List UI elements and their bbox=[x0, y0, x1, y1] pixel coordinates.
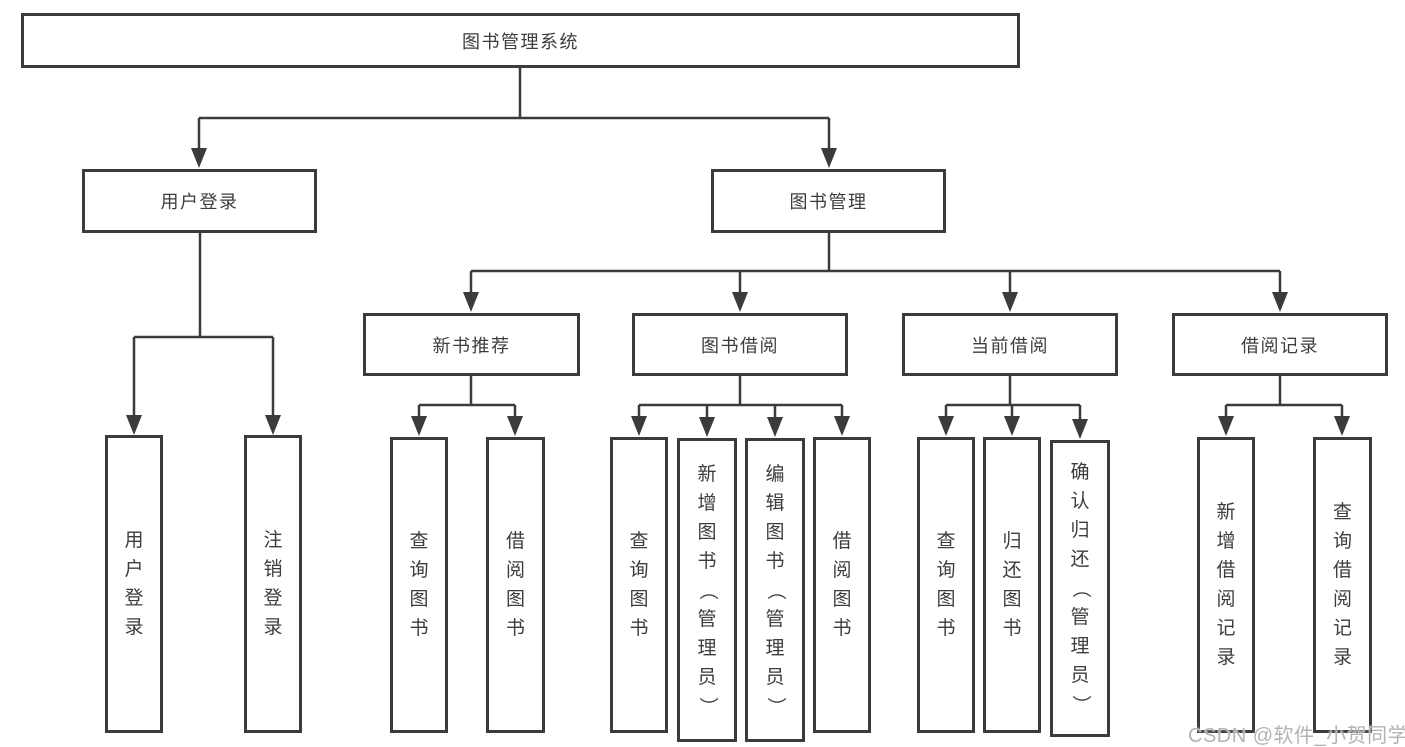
leaf-nbr-borrow-books-label: 借阅图书 bbox=[505, 531, 525, 639]
leaf-cb-confirm-return-admin: 确认归还（管理员） bbox=[1050, 440, 1110, 737]
node-user-login-label: 用户登录 bbox=[160, 192, 239, 212]
leaf-br-query-record: 查询借阅记录 bbox=[1313, 437, 1372, 733]
leaf-bb-edit-books-admin: 编辑图书（管理员） bbox=[745, 438, 805, 742]
leaf-bb-borrow-books-label: 借阅图书 bbox=[832, 531, 852, 639]
leaf-cb-return-books: 归还图书 bbox=[983, 437, 1041, 733]
node-book-borrow: 图书借阅 bbox=[632, 313, 848, 376]
leaf-bb-edit-books-admin-label: 编辑图书（管理员） bbox=[764, 463, 786, 716]
new-book-rec-connector bbox=[417, 376, 517, 420]
leaf-bb-query-books-label: 查询图书 bbox=[629, 531, 649, 639]
node-book-mgmt-label: 图书管理 bbox=[789, 192, 868, 212]
leaf-bb-query-books: 查询图书 bbox=[610, 437, 668, 733]
leaf-br-add-record-label: 新增借阅记录 bbox=[1216, 502, 1236, 668]
leaf-br-add-record: 新增借阅记录 bbox=[1197, 437, 1255, 733]
leaf-logout-label: 注销登录 bbox=[263, 530, 283, 638]
leaf-bb-add-books-admin: 新增图书（管理员） bbox=[677, 438, 737, 742]
leaf-bb-add-books-admin-label: 新增图书（管理员） bbox=[696, 463, 718, 716]
leaf-cb-query-books-label: 查询图书 bbox=[936, 531, 956, 639]
arrowheads bbox=[126, 148, 1350, 439]
book-mgmt-connector bbox=[469, 233, 1282, 296]
csdn-watermark: CSDN @软件_小贺同学 bbox=[1188, 725, 1405, 747]
book-borrow-connector bbox=[637, 376, 844, 421]
node-user-login: 用户登录 bbox=[82, 169, 317, 233]
leaf-br-query-record-label: 查询借阅记录 bbox=[1332, 502, 1352, 668]
node-book-mgmt: 图书管理 bbox=[711, 169, 946, 233]
leaf-user-login-label: 用户登录 bbox=[124, 530, 144, 638]
leaf-cb-return-books-label: 归还图书 bbox=[1002, 531, 1022, 639]
node-new-book-rec-label: 新书推荐 bbox=[432, 335, 511, 356]
current-borrow-connector bbox=[944, 376, 1082, 423]
leaf-cb-query-books: 查询图书 bbox=[917, 437, 975, 733]
leaf-bb-borrow-books: 借阅图书 bbox=[813, 437, 871, 733]
user-login-connector bbox=[132, 233, 275, 419]
node-root: 图书管理系统 bbox=[21, 13, 1020, 68]
node-borrow-records-label: 借阅记录 bbox=[1241, 335, 1319, 356]
node-book-borrow-label: 图书借阅 bbox=[701, 335, 779, 356]
node-root-label: 图书管理系统 bbox=[462, 31, 579, 52]
leaf-nbr-query-books: 查询图书 bbox=[390, 437, 448, 733]
leaf-cb-confirm-return-admin-label: 确认归还（管理员） bbox=[1069, 462, 1091, 714]
leaf-nbr-borrow-books: 借阅图书 bbox=[486, 437, 545, 733]
leaf-user-login: 用户登录 bbox=[105, 435, 163, 733]
node-borrow-records: 借阅记录 bbox=[1172, 313, 1388, 376]
node-current-borrow: 当前借阅 bbox=[902, 313, 1118, 376]
node-current-borrow-label: 当前借阅 bbox=[971, 335, 1049, 356]
root-connector bbox=[197, 67, 831, 152]
leaf-logout: 注销登录 bbox=[244, 435, 302, 733]
leaf-nbr-query-books-label: 查询图书 bbox=[409, 531, 429, 639]
borrow-records-connector bbox=[1224, 376, 1344, 420]
node-new-book-rec: 新书推荐 bbox=[363, 313, 580, 376]
